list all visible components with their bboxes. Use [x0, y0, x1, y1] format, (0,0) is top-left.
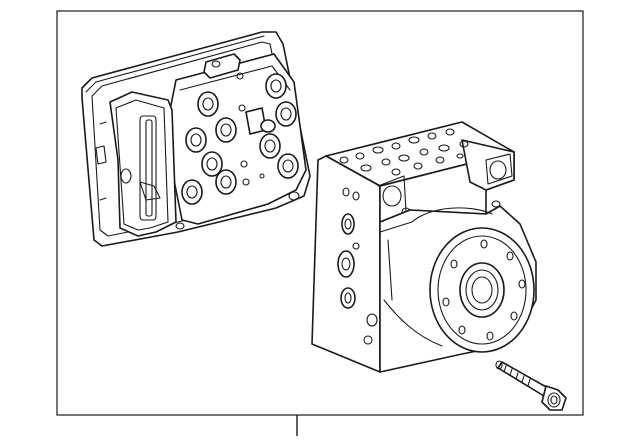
top-face-ports: [339, 128, 469, 176]
control-module: [81, 31, 311, 247]
mounting-bolt: [495, 360, 567, 411]
hydraulic-modulator: [311, 121, 537, 373]
front-face-ports: [337, 187, 411, 345]
end-cap-screws: [442, 239, 526, 341]
diagram-frame: [56, 10, 584, 416]
valve-coil-rings: [181, 73, 299, 205]
